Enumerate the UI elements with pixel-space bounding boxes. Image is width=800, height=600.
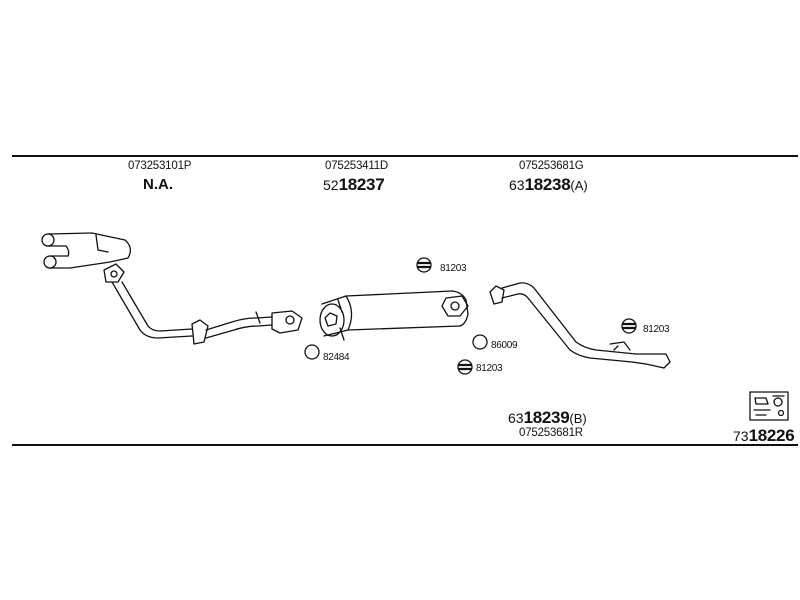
ring-clamp-icon (304, 344, 320, 360)
bottom-divider-line (12, 444, 798, 446)
part-number-tail-pipe-a: 6318238(A) (509, 175, 588, 195)
top-divider-line (12, 155, 798, 157)
oe-number-middle-silencer: 075253411D (325, 160, 389, 172)
part-main: 18237 (338, 175, 385, 194)
part-number-tail-pipe-b: 6318239(B) (508, 408, 587, 428)
oe-number-tail-pipe-a: 075253681G (519, 160, 584, 172)
part-number-front-pipe: N.A. (143, 176, 173, 193)
part-main: 18238 (524, 175, 571, 194)
part-prefix: 73 (733, 428, 749, 444)
small-part-number: 81203 (643, 324, 670, 335)
small-part-number: 82484 (323, 352, 350, 363)
part-number-middle-silencer: 5218237 (323, 175, 385, 195)
rubber-hanger-icon (621, 318, 637, 334)
mounting-kit-icon (749, 391, 789, 421)
part-number-mounting-kit: 7318226 (733, 426, 795, 446)
part-suffix: (B) (569, 411, 587, 426)
small-part-number: 81203 (440, 263, 467, 274)
front-pipe-drawing (41, 232, 303, 345)
part-main: 18239 (523, 408, 570, 427)
part-suffix: (A) (570, 178, 588, 193)
part-prefix: 52 (323, 177, 339, 193)
part-prefix: 63 (508, 410, 524, 426)
part-main: 18226 (748, 426, 795, 445)
rubber-hanger-icon (457, 359, 473, 375)
small-part-number: 81203 (476, 363, 503, 374)
middle-silencer-drawing (319, 290, 469, 341)
oe-number-tail-pipe-b: 075253681R (519, 427, 583, 439)
oe-number-front-pipe: 073253101P (128, 160, 192, 172)
part-prefix: 63 (509, 177, 525, 193)
rubber-hanger-icon (416, 257, 432, 273)
ring-clamp-icon (472, 334, 488, 350)
small-part-number: 86009 (491, 340, 518, 351)
tail-pipe-drawing (489, 282, 671, 369)
